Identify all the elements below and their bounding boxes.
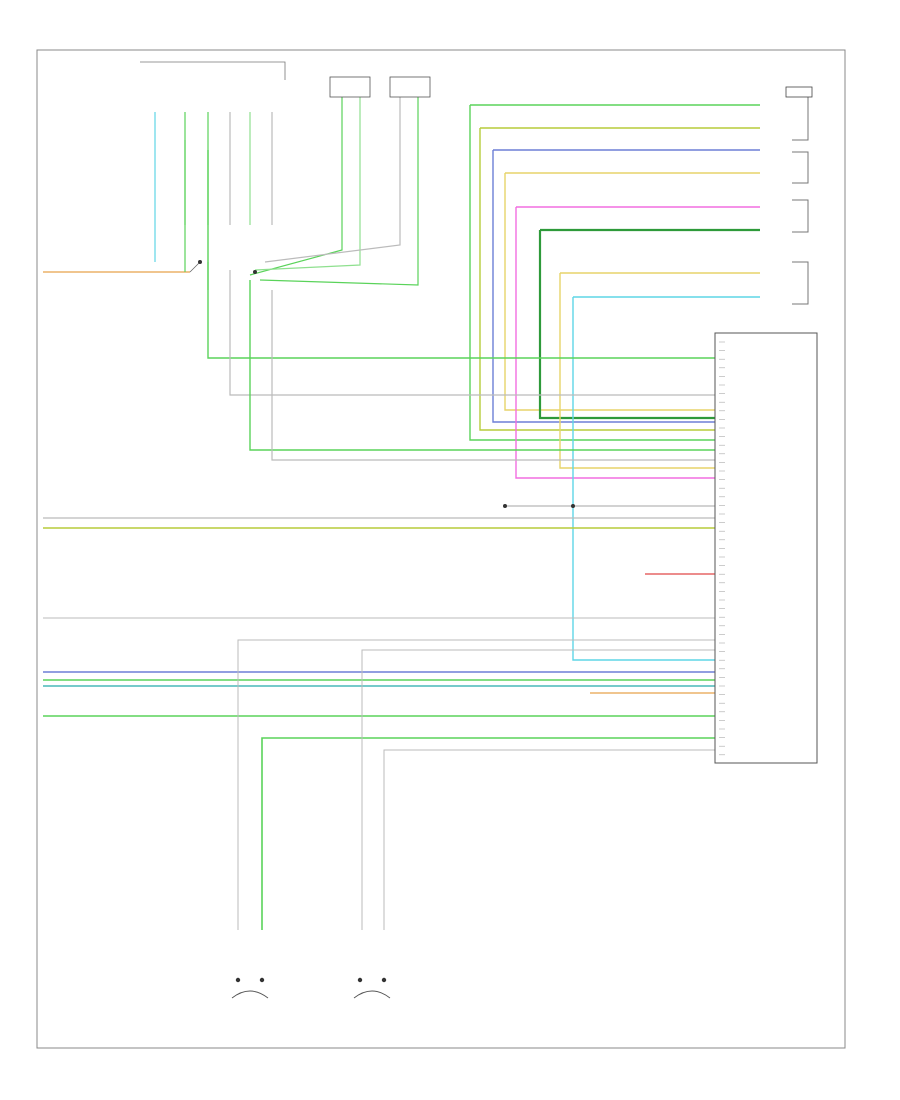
speaker-icon	[353, 990, 391, 999]
wire	[207, 150, 715, 359]
harness-bracket	[140, 61, 286, 80]
wire	[261, 737, 715, 930]
speaker-terminal	[235, 977, 241, 983]
splice-dot	[571, 504, 575, 508]
splice-dot	[198, 260, 202, 264]
wire-layer	[43, 61, 809, 930]
wire	[572, 297, 715, 661]
wire	[249, 280, 715, 451]
wire	[383, 749, 715, 930]
wire	[361, 649, 715, 930]
wire	[271, 290, 715, 461]
splice-dot	[253, 270, 257, 274]
diagram-border	[36, 49, 846, 1049]
wire	[538, 230, 715, 420]
wire	[254, 97, 361, 271]
speaker-connector-bracket	[792, 199, 809, 233]
speaker-connector-bracket	[792, 151, 809, 184]
wire	[469, 105, 715, 441]
wire	[492, 150, 715, 423]
wire	[479, 128, 715, 431]
wire	[504, 173, 715, 411]
wire	[189, 261, 201, 273]
speaker-icon	[231, 990, 269, 999]
right-front-speaker-connector	[389, 76, 431, 98]
speaker-terminal	[259, 977, 265, 983]
speaker-connector-bracket	[792, 261, 809, 305]
radio-module-box	[714, 332, 818, 764]
wire	[264, 97, 401, 263]
splice-dot	[503, 504, 507, 508]
left-front-speaker-connector	[329, 76, 371, 98]
wire	[515, 207, 715, 479]
wire	[237, 639, 715, 930]
wire	[559, 273, 715, 469]
speaker-connector-bracket	[792, 95, 809, 141]
wire	[259, 97, 419, 286]
connector-header-box	[785, 86, 813, 98]
component-layer	[198, 76, 818, 999]
wire	[249, 97, 343, 276]
speaker-terminal	[381, 977, 387, 983]
wire	[229, 270, 715, 396]
speaker-terminal	[357, 977, 363, 983]
